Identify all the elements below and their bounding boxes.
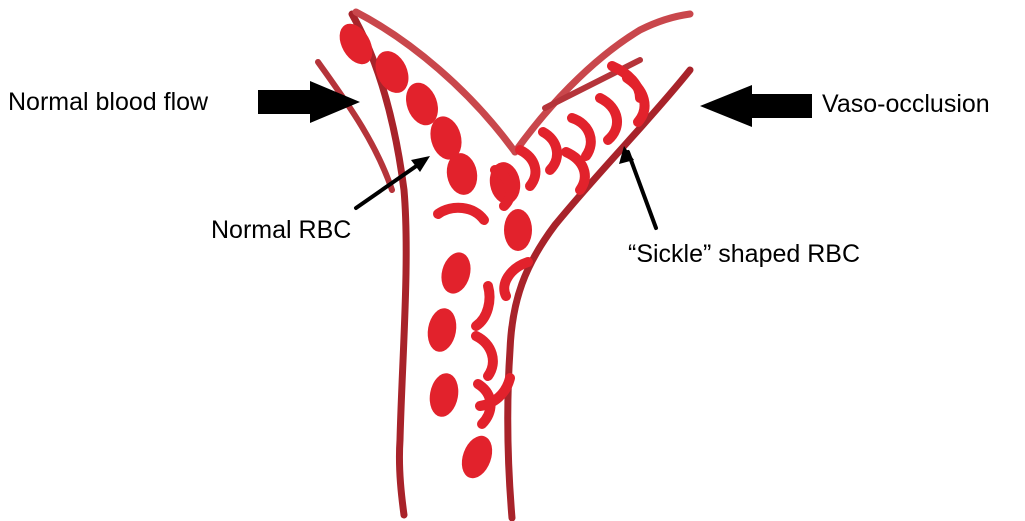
sickle-rbc-cell (543, 132, 557, 170)
block-arrows (258, 81, 812, 127)
sickle-rbc-cell (438, 208, 484, 220)
vaso-occlusion-arrow (700, 85, 812, 127)
normal-rbc-cell (437, 249, 475, 297)
sickle-rbc-cell (476, 336, 493, 376)
sickle-rbc-cell (520, 150, 535, 186)
normal-flow-arrow (258, 81, 360, 123)
vaso-occlusion-label: Vaso-occlusion (822, 92, 990, 117)
sickle-rbc-cell (476, 286, 490, 326)
normal-rbc-pointer-line (356, 160, 425, 208)
right-branch-outer-wall (508, 70, 690, 518)
normal-rbc-cell (504, 209, 532, 251)
normal-blood-flow-label: Normal blood flow (8, 90, 208, 115)
sickle-rbc-cell (600, 98, 617, 140)
normal-rbcs (333, 18, 532, 483)
sickle-rbc-pointer-line (628, 152, 656, 228)
normal-rbc-cell (456, 432, 497, 483)
sickle-rbc-cell (566, 152, 585, 190)
normal-rbc-label: Normal RBC (211, 218, 351, 243)
normal-rbc-cell (424, 306, 459, 354)
normal-rbc-cell (426, 371, 461, 419)
sickle-rbc-label: “Sickle” shaped RBC (628, 242, 860, 267)
sickle-rbc-cell (572, 118, 591, 156)
